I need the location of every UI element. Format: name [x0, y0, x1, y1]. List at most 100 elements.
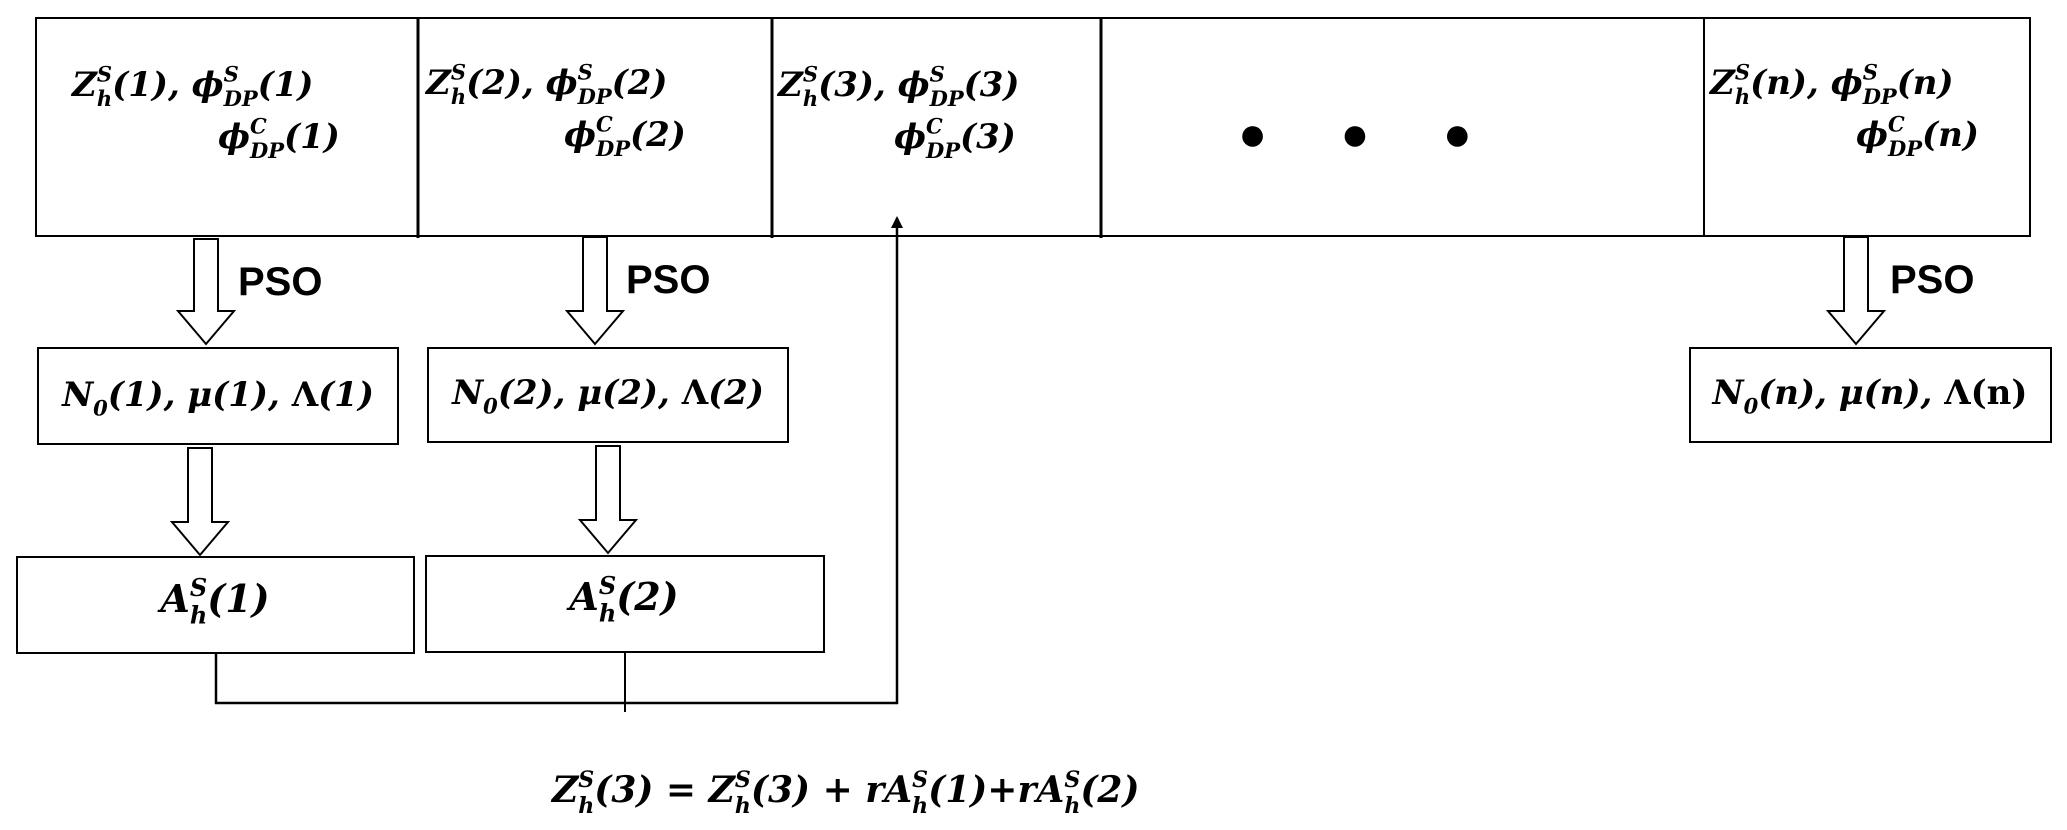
expr-glyph-1: S: [803, 62, 818, 87]
expr-glyph-5: ϕ: [1831, 63, 1863, 103]
expr-glyph-1: S: [578, 767, 594, 793]
expr-glyph-4: Λ(n): [1943, 373, 2027, 413]
expr-glyph-4: (2): [616, 574, 678, 619]
a-box-2: ASh​(2): [425, 555, 825, 653]
expr-glyph-0: N: [451, 373, 485, 413]
expr-glyph-1: S: [1735, 60, 1750, 85]
expr-glyph-0: N: [1711, 373, 1745, 413]
arrow-param-to-a-1: [169, 447, 231, 557]
param-box-1-text: N0​(1), μ(1), Λ(1): [61, 375, 374, 421]
expr-glyph-3: (n), μ(n),: [1758, 373, 1944, 413]
expr-glyph-1: C: [1888, 112, 1905, 137]
expr-glyph-6: S: [578, 60, 593, 85]
expr-glyph-19: (2): [1080, 769, 1139, 811]
expr-glyph-2: h: [97, 86, 112, 111]
expr-glyph-0: ϕ: [564, 115, 596, 155]
expr-glyph-0: N: [61, 375, 95, 415]
expr-glyph-0: A: [566, 574, 598, 619]
expr-glyph-5: ϕ: [898, 65, 930, 105]
param-box-n: N0​(n), μ(n), Λ(n): [1689, 347, 2052, 443]
expr-glyph-7: h: [735, 793, 751, 819]
expr-glyph-1: 0: [93, 396, 108, 421]
expr-glyph-3: (2), μ(2),: [498, 373, 682, 413]
expr-glyph-0: A: [157, 576, 189, 621]
expr-glyph-1: S: [599, 571, 616, 600]
expr-glyph-4: (3) =: [594, 769, 708, 811]
expr-glyph-16: S: [1064, 767, 1080, 793]
expr-glyph-4: (3): [960, 117, 1016, 157]
expr-glyph-0: ϕ: [1856, 115, 1888, 155]
expr-glyph-0: Z: [1708, 63, 1736, 103]
expr-glyph-0: Z: [550, 769, 580, 811]
expr-glyph-6: S: [930, 62, 945, 87]
param-box-n-frame: [1689, 347, 2052, 443]
expr-glyph-11: S: [912, 767, 928, 793]
pso-arrow-1: [175, 238, 237, 346]
a-box-1: ASh​(1): [16, 556, 415, 654]
expr-glyph-0: Z: [776, 65, 804, 105]
expr-glyph-4: (1): [207, 576, 269, 621]
expr-glyph-2: h: [451, 84, 466, 109]
pso-label-n: PSO: [1890, 258, 1974, 302]
expr-glyph-7: DP: [929, 86, 965, 111]
expr-glyph-17: h: [1064, 793, 1080, 819]
param-box-1-frame: [37, 347, 399, 445]
expr-glyph-1: C: [926, 114, 943, 139]
expr-glyph-0: Z: [424, 63, 452, 103]
expr-glyph-5: Z: [707, 769, 737, 811]
expr-glyph-15: A: [1033, 769, 1064, 811]
expr-glyph-6: S: [1863, 60, 1878, 85]
expr-glyph-4: (n): [1922, 115, 1979, 155]
hollow-arrows: [169, 236, 1887, 557]
expr-glyph-5: ϕ: [192, 65, 224, 105]
expr-glyph-4: Λ: [291, 375, 319, 415]
expr-glyph-3: (1), μ(1),: [108, 375, 292, 415]
expr-glyph-2: h: [803, 86, 818, 111]
expr-glyph-5: ϕ: [546, 63, 578, 103]
expr-glyph-6: S: [224, 62, 239, 87]
expr-glyph-2: DP: [1887, 136, 1923, 161]
expr-glyph-1: 0: [483, 394, 498, 419]
expr-glyph-6: S: [735, 767, 751, 793]
expr-glyph-1: C: [250, 114, 267, 139]
expr-glyph-2: DP: [249, 138, 285, 163]
expr-glyph-2: h: [190, 600, 207, 629]
param-box-1: N0​(1), μ(1), Λ(1): [37, 347, 399, 445]
a-box-1-text: ASh​(1): [157, 573, 269, 629]
expr-glyph-2: h: [1735, 84, 1750, 109]
param-box-n-text: N0​(n), μ(n), Λ(n): [1711, 373, 2027, 419]
expr-glyph-2: h: [599, 598, 616, 627]
a-box-2-text: ASh​(2): [566, 571, 678, 627]
expr-glyph-0: ϕ: [894, 117, 926, 157]
expr-glyph-9: (2): [612, 63, 668, 103]
expr-glyph-9: (3) + r: [751, 769, 887, 811]
pso-label-1: PSO: [238, 260, 322, 304]
expr-glyph-4: Λ: [681, 373, 709, 413]
expr-glyph-7: DP: [1862, 84, 1898, 109]
expr-glyph-7: DP: [223, 86, 259, 111]
expr-glyph-7: DP: [577, 84, 613, 109]
expr-glyph-12: h: [912, 793, 928, 819]
expr-glyph-0: ϕ: [218, 117, 250, 157]
expr-glyph-9: (n): [1897, 63, 1954, 103]
expr-glyph-4: (2): [630, 115, 686, 155]
expr-glyph-0: Z: [70, 65, 98, 105]
param-box-2: N0​(2), μ(2), Λ(2): [427, 347, 789, 443]
expr-glyph-4: (n),: [1750, 63, 1831, 103]
feedback-connector: [214, 216, 903, 712]
top-cell-ellipsis: ● ● ●: [1238, 108, 1502, 161]
param-box-2-text: N0​(2), μ(2), Λ(2): [451, 373, 764, 419]
expr-glyph-10: A: [881, 769, 912, 811]
expr-glyph-4: (3),: [818, 65, 898, 105]
param-box-2-frame: [427, 347, 789, 443]
pso-arrow-n: [1825, 236, 1887, 346]
